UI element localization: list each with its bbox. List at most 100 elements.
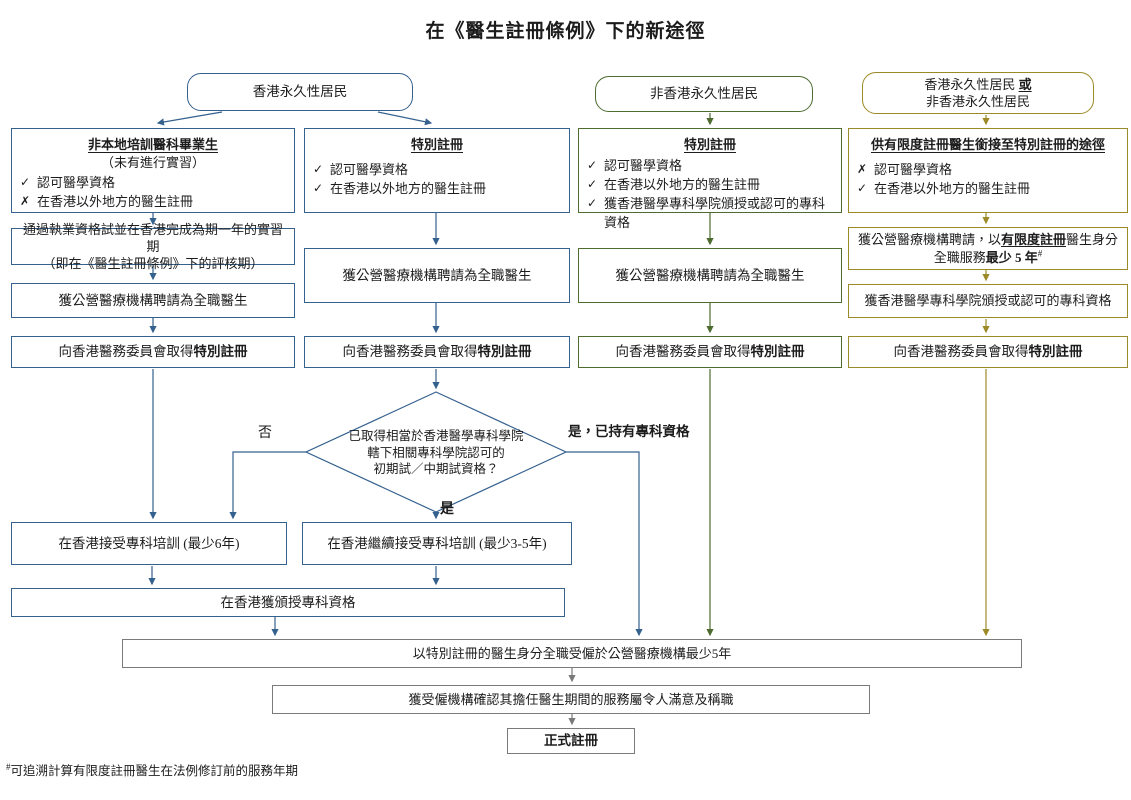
limited-registration-underlined: 有限度註冊 <box>1000 232 1066 248</box>
entry-special-registration-nonhkpr: 特別註冊 ✓ 認可醫學資格 ✓ 在香港以外地方的醫生註冊 ✓ 獲香港醫學專科學院… <box>578 128 842 230</box>
label-yes-specialist: 是，已持有專科資格 <box>568 424 690 439</box>
step-text: 獲公營醫療機構聘請為全職醫生 <box>615 267 805 283</box>
page-title: 在《醫生註冊條例》下的新途徑 <box>425 21 706 42</box>
step-prefix: 向香港醫務委員會取得 <box>342 344 478 360</box>
entry-title: 非本地培訓醫科畢業生 <box>87 137 218 152</box>
footnote-marker: # <box>1037 248 1043 259</box>
criterion: ✓ 獲香港醫學專科學院頒授或認可的專科資格 <box>587 195 833 233</box>
check-icon: ✓ <box>587 177 598 191</box>
step-prefix: 向香港醫務委員會取得 <box>893 344 1029 360</box>
decision-line1: 已取得相當於香港醫學專科學院 <box>348 429 524 443</box>
step-awarded-specialist-qualification: 在香港獲頒授專科資格 <box>11 588 565 617</box>
step-bold: 特別註冊 <box>193 344 248 360</box>
step-public-employment-col1: 獲公營醫療機構聘請為全職醫生 <box>11 283 295 318</box>
arrow-decision-yes-specialist <box>566 451 643 637</box>
criterion-text: 認可醫學資格 <box>604 158 683 174</box>
step-text: 在香港接受專科培訓 (最少6年) <box>58 535 240 551</box>
step-text: 獲香港醫學專科學院頒授或認可的專科資格 <box>864 293 1112 309</box>
arrow-hkpr-to-special <box>377 111 433 126</box>
step-text: 正式註冊 <box>544 733 598 749</box>
step-public-employment-col3: 獲公營醫療機構聘請為全職醫生 <box>578 248 842 303</box>
step-prefix: 向香港醫務委員會取得 <box>615 344 751 360</box>
decision-line2: 轄下相關專科學院認可的 <box>367 445 505 460</box>
criterion-text: 在香港以外地方的醫生註冊 <box>604 177 761 192</box>
step-text: 向香港醫務委員會取得特別註冊 <box>343 343 532 361</box>
criterion-text: 在香港以外地方的醫生註冊 <box>874 181 1031 196</box>
step-special-registration-col2: 向香港醫務委員會取得特別註冊 <box>304 336 570 368</box>
criterion: ✓ 在香港以外地方的醫生註冊 <box>313 180 561 199</box>
node-hk-or-non-hk-resident: 香港永久性居民 或 非香港永久性居民 <box>862 72 1094 114</box>
entry-title: 供有限度註冊醫生銜接至特別註冊的途徑 <box>870 137 1105 152</box>
decision-question: 已取得相當於香港醫學專科學院 轄下相關專科學院認可的 初期試／中期試資格？ <box>316 428 556 478</box>
decision-line3: 初期試／中期試資格？ <box>373 462 499 476</box>
step-academy-qualification-col4: 獲香港醫學專科學院頒授或認可的專科資格 <box>848 284 1128 318</box>
criterion: ✓ 認可醫學資格 <box>313 161 561 180</box>
step-special-registration-col1: 向香港醫務委員會取得特別註冊 <box>11 336 295 368</box>
decision-diamond <box>304 391 568 513</box>
check-icon: ✓ <box>313 181 324 195</box>
check-icon: ✓ <box>587 195 598 210</box>
footnote-marker: # <box>6 761 11 772</box>
step-special-registration-col4: 向香港醫務委員會取得特別註冊 <box>848 336 1128 368</box>
step-text-line1: 通過執業資格試並在香港完成為期一年的實習期 <box>22 221 283 254</box>
criteria-list: ✗ 認可醫學資格 ✓ 在香港以外地方的醫生註冊 <box>857 161 1119 199</box>
criterion-text: 在香港以外地方的醫生註冊 <box>37 194 194 210</box>
node-hk-permanent-resident: 香港永久性居民 <box>187 73 413 111</box>
criterion-text: 在香港以外地方的醫生註冊 <box>330 181 487 196</box>
step-text: 向香港醫務委員會取得特別註冊 <box>894 343 1083 361</box>
step-public-employment-col2: 獲公營醫療機構聘請為全職醫生 <box>304 248 570 303</box>
footnote-text: 可追溯計算有限度註冊醫生在法例修訂前的服務年期 <box>10 764 299 778</box>
or-underlined: 或 <box>1018 76 1032 92</box>
criterion: ✗ 在香港以外地方的醫生註冊 <box>20 193 286 212</box>
arrow-hkpr-to-graduates <box>156 111 223 126</box>
node-label-text: 香港永久性居民 <box>924 76 1019 92</box>
step-licensing-exam-internship: 通過執業資格試並在香港完成為期一年的實習期 （即在《醫生註冊條例》下的評核期） <box>11 222 295 271</box>
criterion-text: 認可醫學資格 <box>37 175 116 191</box>
criterion-text: 認可醫學資格 <box>330 162 409 178</box>
criteria-list: ✓ 認可醫學資格 ✓ 在香港以外地方的醫生註冊 <box>313 161 561 199</box>
step-text-line1: 獲公營醫療機構聘請，以有限度註冊醫生身分 <box>858 231 1118 248</box>
step-employer-confirmation: 獲受僱機構確認其擔任醫生期間的服務屬令人滿意及稱職 <box>272 685 870 714</box>
entry-special-registration-hkpr: 特別註冊 ✓ 認可醫學資格 ✓ 在香港以外地方的醫生註冊 <box>304 128 570 213</box>
entry-title: 特別註冊 <box>410 137 463 152</box>
step-text-line2: （即在《醫生註冊條例》下的評核期） <box>42 256 264 272</box>
criterion: ✓ 在香港以外地方的醫生註冊 <box>587 176 833 195</box>
step-employed-5-years-special-registration: 以特別註冊的醫生身分全職受僱於公營醫療機構最少5年 <box>122 639 1022 668</box>
criterion-text: 認可醫學資格 <box>874 162 953 178</box>
step-limited-registration-service: 獲公營醫療機構聘請，以有限度註冊醫生身分 全職服務最少 5 年# <box>848 227 1128 270</box>
check-icon: ✓ <box>313 162 324 177</box>
check-icon: ✓ <box>20 175 31 190</box>
step-formal-registration: 正式註冊 <box>507 728 635 754</box>
step-bold: 特別註冊 <box>1028 344 1083 360</box>
entry-title: 特別註冊 <box>683 137 736 152</box>
step-prefix: 向香港醫務委員會取得 <box>58 344 194 360</box>
entry-limited-registration-bridge: 供有限度註冊醫生銜接至特別註冊的途徑 ✗ 認可醫學資格 ✓ 在香港以外地方的醫生… <box>848 128 1128 213</box>
step-text-line2: 全職服務最少 5 年# <box>934 249 1043 266</box>
step-text: 向香港醫務委員會取得特別註冊 <box>616 343 805 361</box>
step-text: 以特別註冊的醫生身分全職受僱於公營醫療機構最少5年 <box>412 645 732 661</box>
step-text: 在香港獲頒授專科資格 <box>220 594 356 610</box>
check-icon: ✓ <box>587 158 598 173</box>
step-prefix: 獲公營醫療機構聘請，以 <box>857 232 1001 248</box>
step-text: 全職服務 <box>933 249 986 265</box>
step-bold: 特別註冊 <box>477 344 532 360</box>
criterion: ✓ 在香港以外地方的醫生註冊 <box>857 180 1119 199</box>
arrow-decision-no <box>229 451 306 520</box>
step-special-registration-col3: 向香港醫務委員會取得特別註冊 <box>578 336 842 368</box>
step-training-6-years: 在香港接受專科培訓 (最少6年) <box>11 522 287 565</box>
criteria-list: ✓ 認可醫學資格 ✓ 在香港以外地方的醫生註冊 ✓ 獲香港醫學專科學院頒授或認可… <box>587 157 833 232</box>
entry-nonlocal-medical-graduates: 非本地培訓醫科畢業生 （未有進行實習） ✓ 認可醫學資格 ✗ 在香港以外地方的醫… <box>11 128 295 213</box>
label-no: 否 <box>258 426 272 441</box>
label-yes: 是 <box>440 502 454 517</box>
cross-icon: ✗ <box>20 194 31 209</box>
criterion: ✓ 認可醫學資格 <box>587 157 833 176</box>
node-non-hk-permanent-resident: 非香港永久性居民 <box>595 76 813 112</box>
node-label: 非香港永久性居民 <box>650 86 758 102</box>
check-icon: ✓ <box>857 181 868 195</box>
step-text: 獲公營醫療機構聘請為全職醫生 <box>58 292 248 308</box>
step-text: 向香港醫務委員會取得特別註冊 <box>59 343 248 361</box>
min-5-years-bold: 最少 5 年 <box>985 249 1038 265</box>
step-text: 在香港繼續接受專科培訓 (最少3-5年) <box>327 535 547 551</box>
footnote: #可追溯計算有限度註冊醫生在法例修訂前的服務年期 <box>6 760 298 779</box>
